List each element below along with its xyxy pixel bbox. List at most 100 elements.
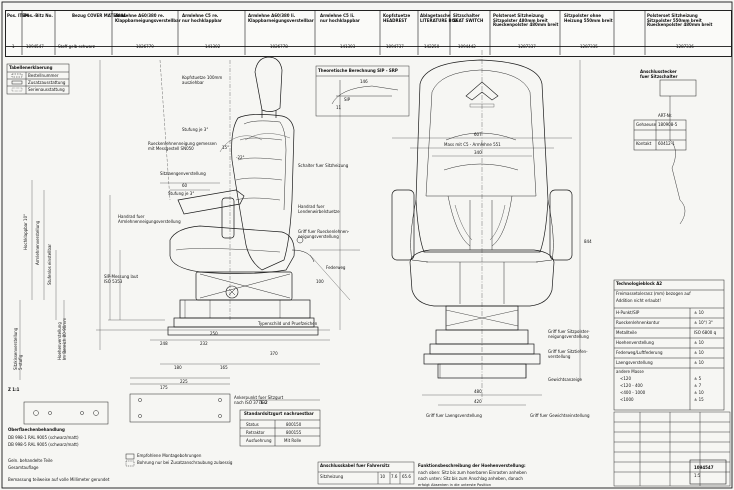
tech-row-4-val: ISO 6800 q xyxy=(694,330,717,335)
header-col-headrest: Kopfstuetze HEADREST xyxy=(383,13,411,23)
tech-row-11-val: ± 10 xyxy=(694,390,704,395)
tech-row-8: andere Masse xyxy=(616,369,644,374)
label-weight-knob: Griff fuer Gewichtseinstellung xyxy=(530,413,590,418)
dim-bottom-332: 332 xyxy=(260,400,268,405)
cable-row-label: Sitzheizung xyxy=(320,474,344,479)
header-col-cushion-heated-550: Polsterset Sitzheizung Sitzpolster 550mm… xyxy=(647,13,713,28)
header-col-cushion-heated-480-num: 1287337 xyxy=(518,44,536,49)
tech-row-0: Freimassetoleranz (mm) bezogen auf xyxy=(616,291,691,296)
header-col-cover-num: Stoff gelb schwarz xyxy=(58,44,95,49)
dim-lift-width: 420 xyxy=(474,399,482,404)
calc-box-val1: 146 xyxy=(360,79,368,84)
header-col-bitz-num: 1094547 xyxy=(26,44,44,49)
cable-val-1: 7.6 xyxy=(391,474,398,479)
label-backrest-lever: Griff fuer Rueckenlehnen- neigungsverste… xyxy=(298,229,350,239)
label-mass-c5: Mass mit C5 - Armlehne 551 xyxy=(444,142,501,147)
label-heating-switch: Schalter fuer Sitzheizung xyxy=(298,163,349,168)
dim-248: 248 xyxy=(160,341,168,346)
tech-row-5-val: ± 10 xyxy=(694,340,704,345)
legend-optional-holes: Bohrung nur bei Zusatzanschraubung zulae… xyxy=(137,460,233,465)
header-col-armrest-left-c5: Armlehne C5 li. nur hochklappbar xyxy=(320,13,360,23)
header-col-armrest-left-c5-num: 141303 xyxy=(340,44,356,49)
tech-row-7-val: ± 10 xyxy=(694,360,704,365)
surface-ral1: DB 998-1 RAL 9005 (schwarz/matt) xyxy=(8,435,79,440)
height-adjust-desc-title: Funktionsbeschreibung der Hoehenverstell… xyxy=(418,463,526,468)
tech-row-3: Rueckenlehnenkontur xyxy=(616,320,660,325)
height-adjust-desc-line2: nach unten: Sitz bis zum Anschlag anhebe… xyxy=(418,476,523,481)
title-block-drawing-no: 1094547 xyxy=(694,465,714,470)
header-col-literature-box-num: 142250 xyxy=(424,44,440,49)
header-col-headrest-num: 1094737 xyxy=(386,44,404,49)
label-version-val: Mit Rolle xyxy=(284,438,302,443)
dim-depth: 340 xyxy=(474,150,482,155)
tech-row-1: Addition nicht erlaubt! xyxy=(616,298,661,303)
tech-row-6-val: ± 10 xyxy=(694,350,704,355)
label-status-val: 800150 xyxy=(286,422,302,427)
header-col-cushion-heated-550-num: 1287336 xyxy=(676,44,694,49)
height-adjust-desc-line3: erfolgt Absenken in die unterste Positio… xyxy=(418,483,491,487)
header-col-literature-box: Ablagetasche LITERATURE BOX xyxy=(420,13,458,23)
label-backrest-angle: 15° xyxy=(222,145,230,150)
label-belt-anchor: Ankerpunkt fuer Sitzgurt nach ISO 3776-2 xyxy=(234,395,284,405)
header-col-cushion-heated-480: Polsterset Sitzheizung Sitzpolster 480mm… xyxy=(493,13,559,28)
dim-165: 165 xyxy=(220,365,228,370)
height-adjust-desc-line1: nach oben: Sitz bis zum hoerbaren Einras… xyxy=(418,470,527,475)
tech-row-12-val: ± 15 xyxy=(694,397,704,402)
tech-row-7: Laengsverstellung xyxy=(616,360,653,365)
note-total-load: Gesamtauflage xyxy=(8,465,39,470)
tech-row-10-val: ± 7 xyxy=(694,383,702,388)
dim-height-total: 844 xyxy=(584,239,592,244)
cable-val-2: 65.6 xyxy=(402,474,411,479)
legend-row-optional: Zusatzausstattung xyxy=(28,80,66,85)
tech-row-2-val: ± 10 xyxy=(694,310,704,315)
header-col-armrest-right-a60-num: 1026779 xyxy=(136,44,154,49)
label-spring-travel: Federweg xyxy=(326,265,346,270)
tech-table-title: Technologieblock A2 xyxy=(616,281,663,286)
label-typeplate: Typenschild und Pruefzeichen xyxy=(258,321,318,326)
label-version: Ausfuehrung xyxy=(246,438,272,443)
label-long-adjust-lever: Griff fuer Laengsverstellung xyxy=(426,413,482,418)
note-treated-parts: Geln. behandelte Teile xyxy=(8,458,53,463)
label-art-no: ART-Nr. xyxy=(658,113,673,118)
header-col-armrest-left-a60-num: 1026778 xyxy=(270,44,288,49)
label-contact-val: 60412-1 xyxy=(658,141,675,146)
tech-row-5: Hoehenverstellung xyxy=(616,340,654,345)
tech-row-9-val: ± 5 xyxy=(694,376,702,381)
header-col-cover: Bezug COVER MATERIAL xyxy=(72,13,127,18)
scale-label: Z 1:1 xyxy=(8,387,20,392)
header-col-armrest-right-c5: Armlehne C5 re. nur hochklappbar xyxy=(182,13,222,23)
label-step-seat: Stufung je 3° xyxy=(168,191,195,196)
header-col-armrest-left-a60: Armlehne A60/380 li. Klappbarneigungsver… xyxy=(248,13,314,23)
label-headrest: Kopfstuetze 100mm ausziehbar xyxy=(182,75,223,85)
header-col-cushion-550: Sitzpolster ohne Heizung 550mm breit xyxy=(564,13,613,23)
legend-recommended-holes: Empfohlene Montagebohrungen xyxy=(137,453,202,458)
label-seat-length-val: 60 xyxy=(182,183,188,188)
tech-row-12: <1000 xyxy=(620,397,634,402)
label-housing-val: 180908-5 xyxy=(658,122,678,127)
tech-row-6: Federweg/Luftfederung xyxy=(616,350,663,355)
header-col-armrest-right-a60: Armlehne A60/380 re. Klappbarneigungsver… xyxy=(115,13,181,23)
tech-row-9: <120 xyxy=(620,376,631,381)
dim-180: 180 xyxy=(174,365,182,370)
dim-bottom-225: 225 xyxy=(180,379,188,384)
header-col-pos-num: 1 xyxy=(12,44,15,49)
label-seat-length: Sitzlaengenverstellung xyxy=(160,171,206,176)
tech-row-11: <400 - 1000 xyxy=(620,390,646,395)
label-switch-connector: Anschlusstecker fuer Sitzschalter xyxy=(640,69,678,79)
header-col-cushion-550-num: 1287335 xyxy=(580,44,598,49)
label-status: Status xyxy=(246,422,259,427)
label-armrest-flip: Hochklappbar 10° xyxy=(23,213,28,250)
header-col-pos: Pos. ITEM xyxy=(7,13,29,18)
dim-250: 250 xyxy=(210,331,218,336)
dim-width-607: 607 xyxy=(474,132,482,137)
label-retractor: Retraktor xyxy=(246,430,265,435)
label-armrest-adjust: Armlehnenverstellung xyxy=(35,220,40,265)
label-sip-measure: SIP-Messung laut ISO 5353 xyxy=(104,274,139,284)
cable-table-title: Anschlusskabel fuer Fahrersitz xyxy=(320,463,390,468)
label-contact: Kontakt xyxy=(636,141,652,146)
note-rounding: Bemassung teilweise auf volle Millimeter… xyxy=(8,477,110,482)
dim-seat-width: 480 xyxy=(474,389,482,394)
label-seat-depth-lever: Griff fuer Sitztiefen- verstellung xyxy=(548,349,588,359)
label-housing: Gehaeuse xyxy=(636,122,657,127)
